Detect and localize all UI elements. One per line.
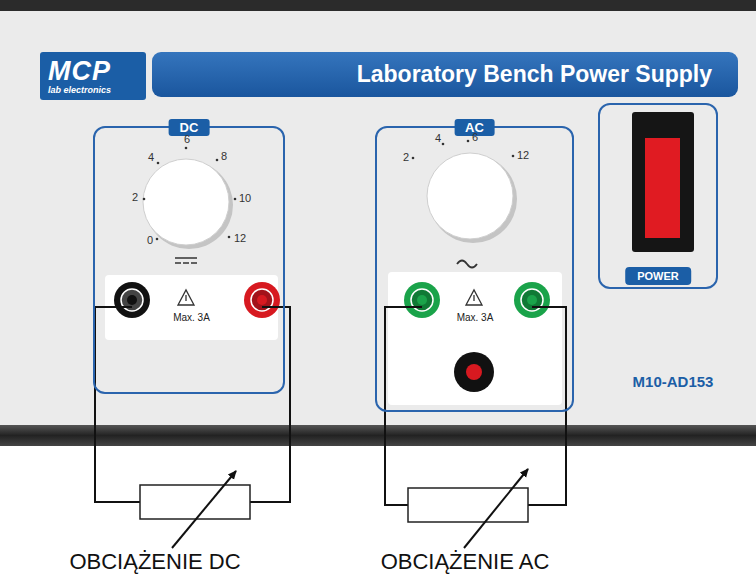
dial-number: 4 xyxy=(435,132,441,144)
brand-name: MCP xyxy=(48,57,111,85)
panel-tab: POWER xyxy=(625,267,691,285)
warning-triangle xyxy=(466,290,482,305)
dial-number: 2 xyxy=(132,191,138,203)
terminal-box: Max. 3A xyxy=(388,272,562,405)
front-panel xyxy=(0,11,756,425)
dial-number: 4 xyxy=(148,151,154,163)
load-caption: OBCIĄŻENIE AC xyxy=(381,549,550,575)
dc-dial xyxy=(143,159,229,245)
title-band: Laboratory Bench Power Supply xyxy=(152,52,738,97)
dial-ticks xyxy=(412,140,515,160)
wires xyxy=(95,307,566,505)
resistor-symbol xyxy=(408,488,528,522)
output-panel: DCMax. 3A xyxy=(93,126,285,394)
dial-number: 12 xyxy=(517,149,529,161)
switch-housing xyxy=(632,112,694,252)
bottom-bar xyxy=(0,425,756,446)
ac-terminals xyxy=(404,282,550,392)
load-caption: OBCIĄŻENIE DC xyxy=(69,549,240,575)
dial-number: 6 xyxy=(472,131,478,143)
dc-symbol xyxy=(175,258,197,263)
current-rating: Max. 3A xyxy=(457,312,494,323)
dial-ticks xyxy=(143,147,237,241)
power-panel: POWER xyxy=(598,103,718,289)
power-switch xyxy=(645,138,680,238)
dial-number: 0 xyxy=(147,234,153,246)
output-panel: ACMax. 3A xyxy=(375,126,574,412)
ac-dial xyxy=(427,153,513,239)
current-rating: Max. 3A xyxy=(173,312,210,323)
resistor-symbol xyxy=(140,485,250,519)
dial-number: 6 xyxy=(184,133,190,145)
terminal-box: Max. 3A xyxy=(105,275,278,340)
dial-number: 8 xyxy=(221,150,227,162)
top-bar xyxy=(0,0,756,11)
ac-symbol xyxy=(457,261,477,268)
model-number: M10-AD153 xyxy=(633,373,714,390)
logo-box: MCPlab electronics xyxy=(40,52,146,100)
brand-tagline: lab electronics xyxy=(48,85,111,96)
ac-terminal-plate xyxy=(388,272,562,405)
dial-number: 2 xyxy=(403,151,409,163)
title-text: Laboratory Bench Power Supply xyxy=(357,61,712,88)
leader-arrow xyxy=(172,471,236,548)
dial-number: 10 xyxy=(239,192,251,204)
warning-triangle xyxy=(178,290,194,305)
leader-arrow xyxy=(464,469,528,548)
dial-number: 12 xyxy=(234,232,246,244)
